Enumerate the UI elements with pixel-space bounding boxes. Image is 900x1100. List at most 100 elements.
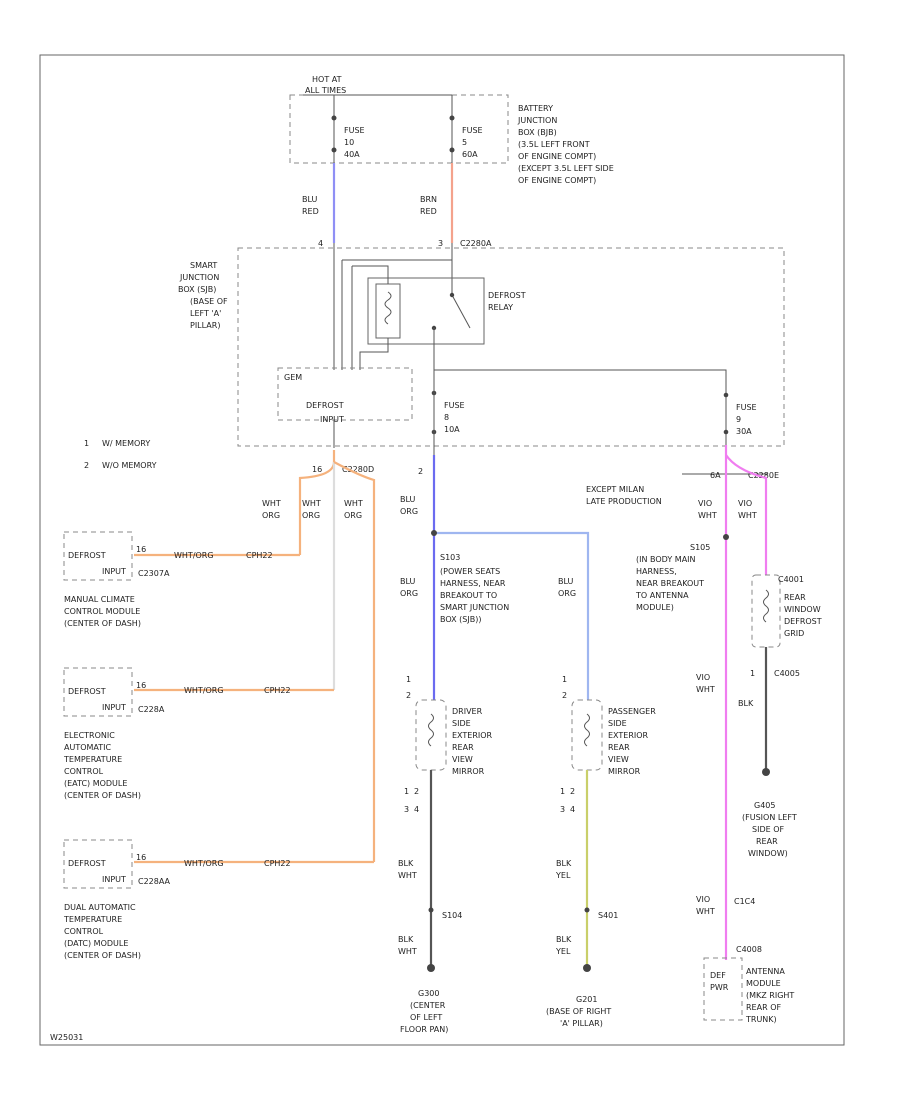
g405-desc-3: REAR (756, 837, 778, 846)
branch2-color-1: WHT (302, 499, 321, 508)
module2-sub: INPUT (102, 703, 126, 712)
bjb-desc-3: (3.5L LEFT FRONT (518, 140, 590, 149)
pass-gnd2-color-2: YEL (555, 947, 571, 956)
pass-desc-5: MIRROR (608, 767, 641, 776)
center-wire3-color-1: BLU (558, 577, 574, 586)
driver-mirror-element (428, 713, 434, 747)
rear-window-desc-2: DEFROST (784, 617, 822, 626)
legend-text-1: W/ MEMORY (102, 439, 150, 448)
bjb-desc-2: BOX (BJB) (518, 128, 557, 137)
pass-gnd2-color-1: BLK (556, 935, 572, 944)
module3-connector: C228AA (138, 877, 171, 886)
g405-desc-1: (FUSION LEFT (742, 813, 797, 822)
splice-desc-4: BOX (SJB)) (440, 615, 481, 624)
antenna-desc-4: TRUNK) (745, 1015, 777, 1024)
wire-left-color-2: RED (302, 207, 319, 216)
wire-left-color-1: BLU (302, 195, 318, 204)
driver-desc-0: DRIVER (452, 707, 483, 716)
fuse2-label: FUSE (462, 126, 483, 135)
module1-circuit: CPH22 (246, 551, 273, 560)
manual-climate-control-module: DEFROST INPUT 16 WHT/ORG CPH22 C2307A MA… (63, 531, 273, 628)
relay-output-right (434, 369, 727, 445)
antenna-desc-3: REAR OF (746, 1003, 781, 1012)
fuse9-amps: 30A (736, 427, 752, 436)
fuse1-terminal-b (331, 147, 337, 153)
module3-wire-color: WHT/ORG (184, 859, 224, 868)
relay-switch (451, 294, 471, 329)
module3-desc-0: DUAL AUTOMATIC (64, 903, 136, 912)
fuse2-terminal-b (449, 147, 455, 153)
relay-label-1: DEFROST (488, 291, 526, 300)
splice-s104-label: S104 (442, 911, 462, 920)
antenna-wire-color-2: WHT (696, 685, 715, 694)
module2-box (63, 667, 133, 717)
branch3-color-1: WHT (344, 499, 363, 508)
pass-bot-pin-4: 4 (570, 805, 575, 814)
legend-num-1: 1 (84, 439, 89, 448)
antenna-wire-color-3: VIO (696, 895, 710, 904)
g201-desc-2: 'A' PILLAR) (560, 1019, 603, 1028)
branch1-color-2: ORG (262, 511, 280, 520)
g300-label: G300 (418, 989, 439, 998)
fuse8-num: 8 (444, 413, 449, 422)
pass-gnd-color-2: YEL (555, 871, 571, 880)
diagram-frame (39, 54, 845, 1046)
fuse1-terminal (331, 115, 337, 121)
sjb-desc-3: (BASE OF (190, 297, 228, 306)
pass-mirror-heater (571, 699, 603, 771)
module1-desc-2: (CENTER OF DASH) (64, 619, 141, 628)
module3-pin: 16 (136, 853, 146, 862)
wire-right-color-1: BRN (420, 195, 437, 204)
sjb-pin-right: 3 (438, 239, 443, 248)
wire-blu-org-pass (434, 531, 590, 700)
fuse2-num: 5 (462, 138, 467, 147)
g300-desc-2: OF LEFT (410, 1013, 442, 1022)
battery-junction-box: HOT AT ALL TIMES FUSE 10 40A FUSE 5 60A … (289, 75, 614, 185)
antenna-connector: C4008 (736, 945, 762, 954)
wire-right-color-2: RED (420, 207, 437, 216)
pass-bot-pin-1: 1 (560, 787, 565, 796)
gem-module (277, 367, 413, 421)
driver-gnd2-color-2: WHT (398, 947, 417, 956)
module1-label: DEFROST (68, 551, 106, 560)
g405-desc-2: SIDE OF (752, 825, 784, 834)
module2-wire-color: WHT/ORG (184, 686, 224, 695)
splice-s104 (428, 907, 434, 913)
pass-desc-2: EXTERIOR (608, 731, 649, 740)
eatc-module: DEFROST INPUT 16 WHT/ORG CPH22 C228A ELE… (63, 667, 291, 800)
ground-g405 (762, 768, 770, 776)
g300-desc-1: (CENTER (410, 1001, 446, 1010)
right-top-connector: C2280E (748, 471, 779, 480)
gem-pin: 16 (312, 465, 322, 474)
splice-s401 (584, 907, 590, 913)
pass-bot-pin-3: 3 (560, 805, 565, 814)
legend-text-2: W/O MEMORY (102, 461, 157, 470)
c4005-label: C4005 (774, 669, 800, 678)
wht-org-branches: WHT ORG WHT ORG WHT ORG (134, 450, 376, 864)
module3-desc-4: (CENTER OF DASH) (64, 951, 141, 960)
relay-label-2: RELAY (488, 303, 513, 312)
relay-coil-ground (359, 338, 389, 370)
center-wire1-color-2: ORG (400, 507, 418, 516)
driver-desc-3: REAR (452, 743, 474, 752)
pass-desc-4: VIEW (608, 755, 629, 764)
s105-desc-3: TO ANTENNA (635, 591, 689, 600)
module3-desc-3: (DATC) MODULE (64, 939, 128, 948)
s105-desc-1: HARNESS, (636, 567, 677, 576)
driver-gnd2-color-1: BLK (398, 935, 414, 944)
module2-label: DEFROST (68, 687, 106, 696)
except-label-1: EXCEPT MILAN (586, 485, 644, 494)
bjb-desc-6: OF ENGINE COMPT) (518, 176, 596, 185)
antenna-inner-2: PWR (710, 983, 729, 992)
sjb-pin-left: 4 (318, 239, 323, 248)
splice-desc-3: SMART JUNCTION (440, 603, 509, 612)
rear-window-desc-1: WINDOW (784, 605, 821, 614)
sjb-wire-c (342, 243, 453, 261)
branch3-color-2: ORG (344, 511, 362, 520)
driver-bot-pin-2: 2 (414, 787, 419, 796)
driver-desc-4: VIEW (452, 755, 473, 764)
mirror-circuits: BLU ORG S103 (POWER SEATS HARNESS, NEAR … (398, 455, 656, 1034)
sjb-desc-2: BOX (SJB) (178, 285, 216, 294)
bjb-desc-0: BATTERY (518, 104, 553, 113)
right-top-pin: 6A (710, 471, 721, 480)
